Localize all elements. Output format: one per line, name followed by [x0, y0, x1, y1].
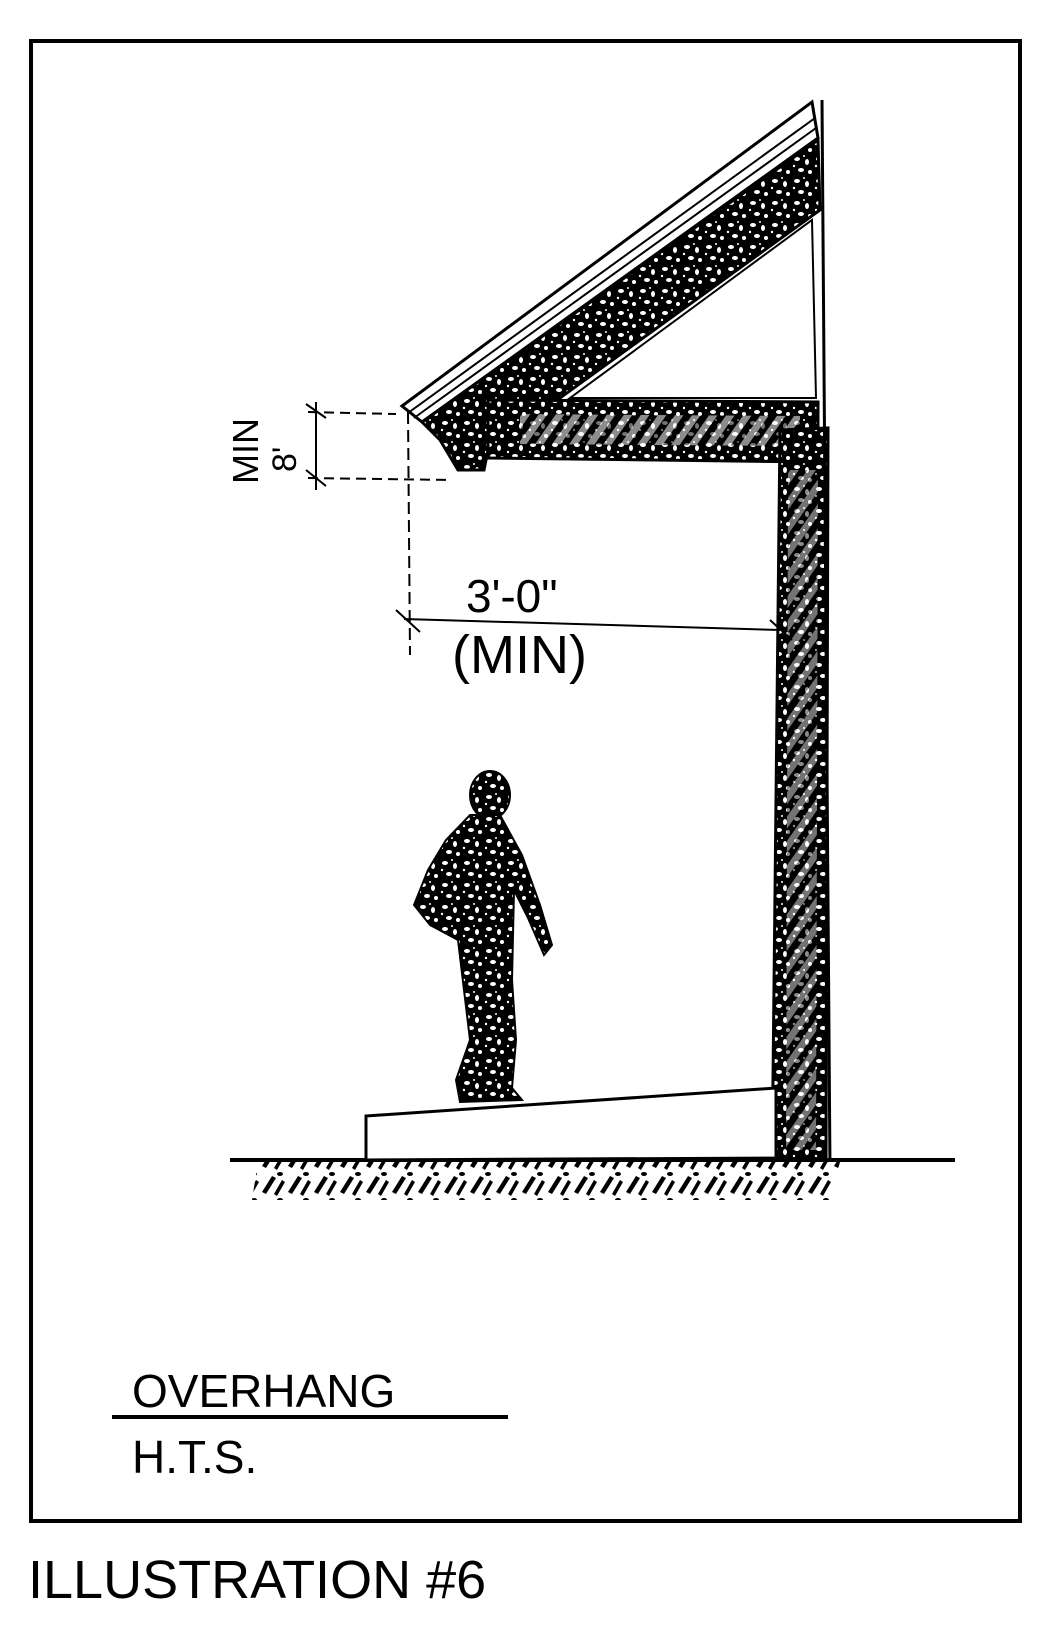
height-dimension — [305, 402, 453, 490]
person-body — [412, 814, 554, 1104]
scale-note: H.T.S. — [132, 1431, 258, 1483]
illustration-caption: ILLUSTRATION #6 — [28, 1550, 487, 1610]
ground-soil — [252, 1162, 840, 1200]
width-dimension — [395, 411, 793, 656]
wall-outer-line — [820, 99, 832, 1171]
roof-rafter — [419, 137, 822, 472]
person-figure — [412, 770, 554, 1104]
height-dimension-qualifier: MIN — [225, 418, 266, 484]
ceiling-beam-hatch — [520, 414, 800, 446]
width-dimension-qualifier: (MIN) — [452, 625, 587, 685]
drawing-frame — [29, 39, 1022, 1523]
entry-slab — [364, 1086, 778, 1162]
height-dimension-value: 8' — [266, 446, 304, 472]
detail-title: OVERHANG — [132, 1365, 396, 1417]
wall-hatch — [786, 470, 818, 1150]
width-dimension-value: 3'-0" — [466, 570, 558, 622]
attic-void — [566, 218, 818, 399]
title-underline — [112, 1415, 508, 1419]
person-head — [469, 770, 511, 820]
roof-boards — [399, 99, 820, 424]
